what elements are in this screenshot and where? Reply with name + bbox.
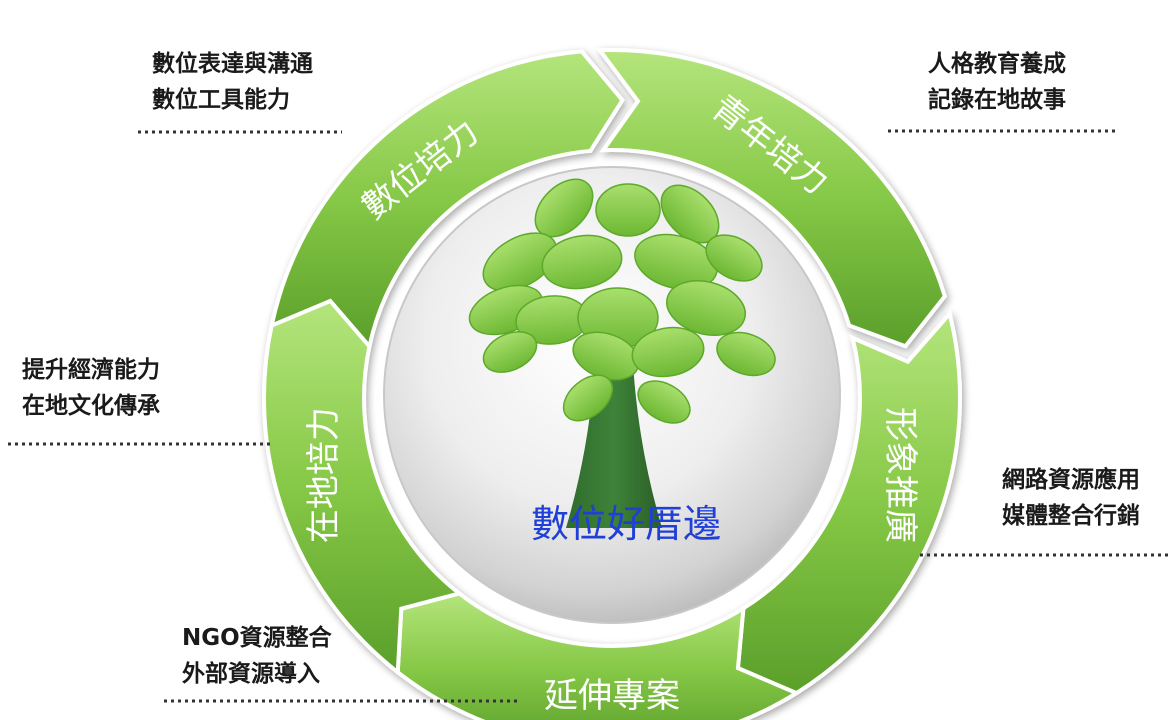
tree-trunk bbox=[566, 345, 662, 528]
leader-lines bbox=[8, 129, 1168, 703]
leaf-icon bbox=[634, 233, 718, 291]
segment-label-extend: 延伸專案 bbox=[544, 676, 680, 716]
leaf-icon bbox=[482, 331, 538, 373]
segment-youth bbox=[595, 48, 948, 349]
note-right: 網路資源應用 媒體整合行銷 bbox=[1002, 462, 1140, 534]
leaf-icon bbox=[666, 280, 746, 336]
note-bottom-left-line-2: 外部資源導入 bbox=[182, 661, 320, 687]
tree-leaves bbox=[468, 178, 776, 424]
note-top-right-line-2: 記錄在地故事 bbox=[928, 87, 1066, 113]
note-top-right: 人格教育養成 記錄在地故事 bbox=[928, 46, 1066, 118]
leaf-icon bbox=[482, 232, 558, 292]
note-top-left-line-2: 數位工具能力 bbox=[152, 87, 290, 113]
note-bottom-left: NGO資源整合 外部資源導入 bbox=[182, 620, 332, 692]
center-title: 數位好厝邊 bbox=[531, 502, 721, 546]
leaf-icon bbox=[637, 380, 691, 424]
note-top-left-line-1: 數位表達與溝通 bbox=[152, 51, 313, 77]
note-top-right-line-1: 人格教育養成 bbox=[928, 51, 1066, 77]
segment-digital bbox=[268, 49, 625, 351]
note-left-line-2: 在地文化傳承 bbox=[22, 393, 160, 419]
leaf-icon bbox=[705, 234, 763, 282]
note-right-line-1: 網路資源應用 bbox=[1002, 467, 1140, 493]
leaf-icon bbox=[534, 178, 594, 238]
tree-icon bbox=[468, 178, 776, 528]
segment-local bbox=[262, 298, 464, 677]
note-left: 提升經濟能力 在地文化傳承 bbox=[22, 352, 160, 424]
note-left-line-1: 提升經濟能力 bbox=[22, 357, 160, 383]
leaf-icon bbox=[595, 183, 661, 237]
leaf-icon bbox=[562, 374, 614, 422]
note-top-left: 數位表達與溝通 數位工具能力 bbox=[152, 46, 313, 118]
note-right-line-2: 媒體整合行銷 bbox=[1002, 503, 1140, 529]
leaf-icon bbox=[716, 331, 776, 377]
leaf-icon bbox=[631, 326, 705, 378]
segment-label-image: 形象推廣 bbox=[880, 407, 920, 543]
leaf-icon bbox=[541, 234, 623, 290]
cycle-ring: 數位培力青年培力形象推廣延伸專案在地培力 bbox=[262, 48, 962, 720]
note-bottom-left-line-1: NGO資源整合 bbox=[182, 625, 332, 651]
segment-label-local: 在地培力 bbox=[304, 407, 344, 543]
